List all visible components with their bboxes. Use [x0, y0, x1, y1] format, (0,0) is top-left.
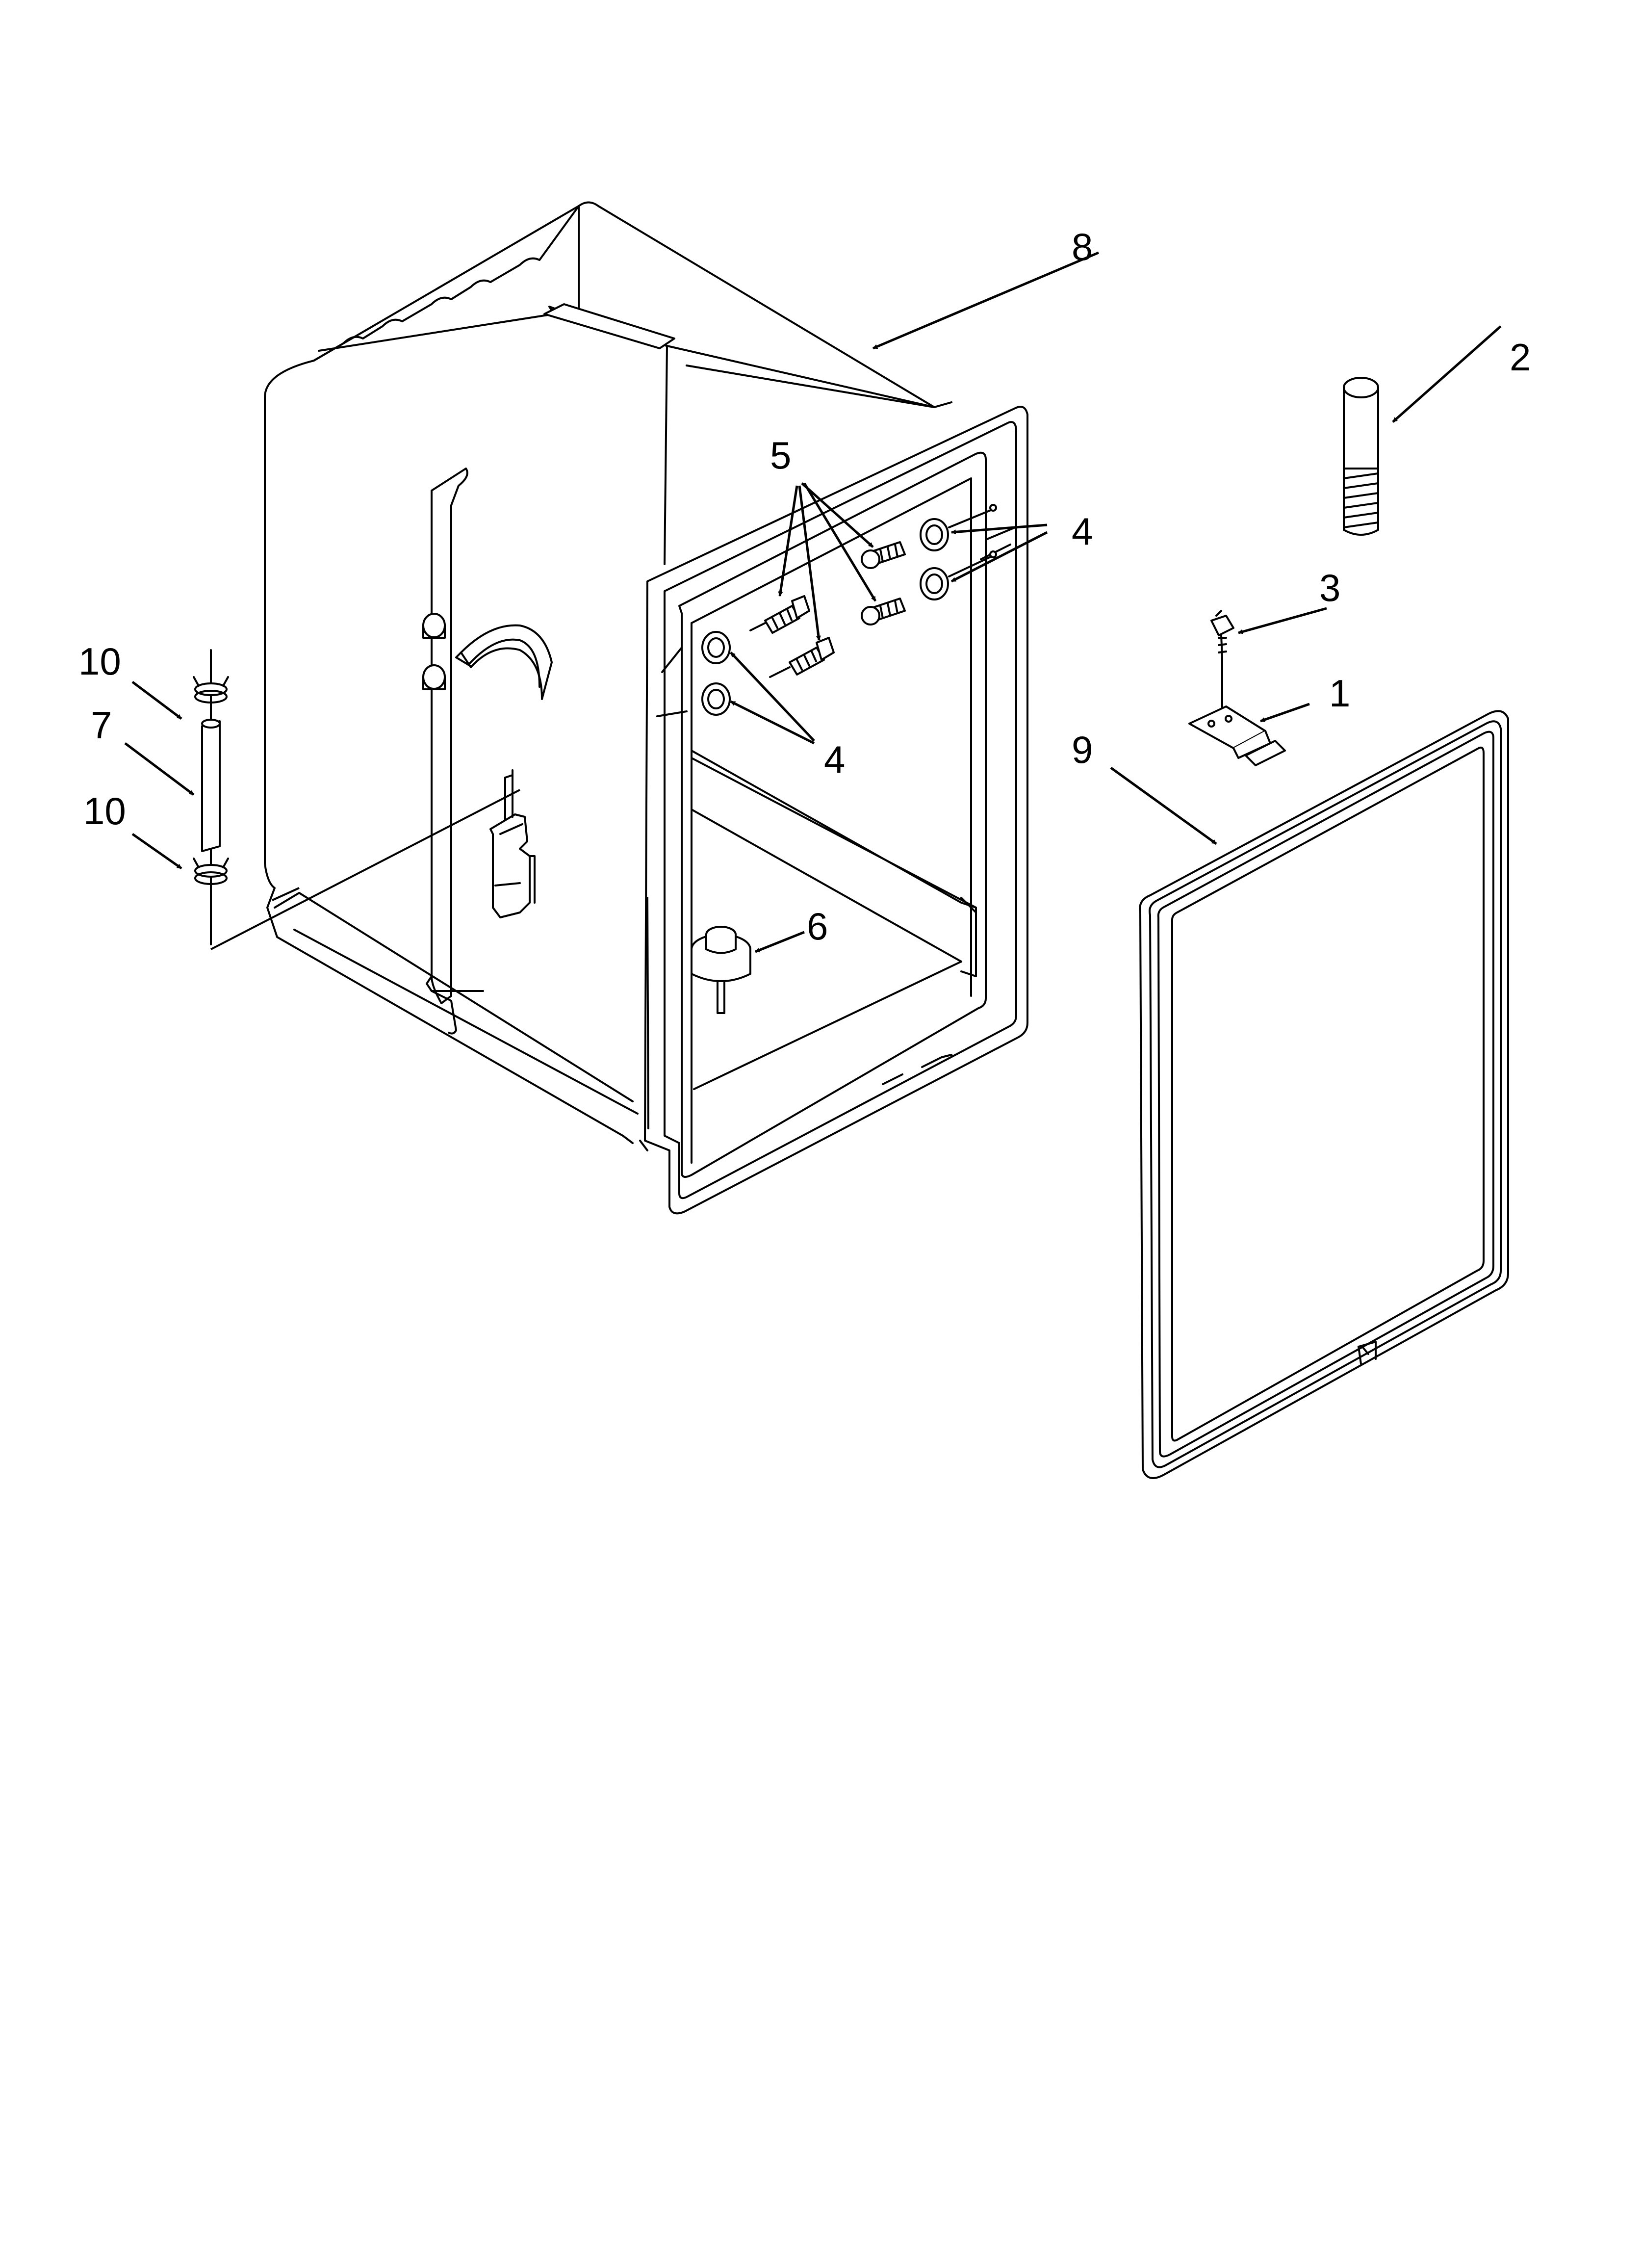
- callout-labels: 8 2 5 4 3 1 4 9 6 10 7 10: [78, 225, 1531, 948]
- grommet-3-icon: [701, 631, 731, 664]
- bumper-top-icon: [422, 613, 446, 638]
- clamp-top-icon: [193, 676, 229, 704]
- drain-plug: [691, 926, 751, 1014]
- grommet-1-icon: [920, 504, 997, 551]
- screw-1-icon: [861, 541, 906, 569]
- callout-7: 8: [1072, 225, 1093, 268]
- callout-4-lower: 4: [824, 738, 845, 781]
- screw-4-icon: [769, 637, 835, 678]
- callout-6: 6: [807, 905, 828, 948]
- leader-lines: [124, 251, 1502, 953]
- screw-3-icon: [749, 595, 810, 634]
- callout-10-lower: 10: [83, 789, 126, 833]
- callout-10-upper: 10: [78, 640, 121, 683]
- leveling-leg: [1343, 377, 1379, 536]
- drain-hose-assembly: [193, 649, 229, 945]
- grommet-4-icon: [701, 682, 731, 716]
- screw-2-icon: [861, 598, 906, 626]
- cabinet-liner: [210, 201, 1028, 1215]
- callout-2: 2: [1510, 336, 1531, 379]
- bumper-bottom-icon: [422, 664, 446, 690]
- grommet-2-icon: [920, 550, 997, 600]
- screws: [749, 541, 906, 678]
- grommets: [701, 504, 997, 716]
- callout-5: 5: [770, 434, 791, 477]
- crescent-bracket-icon: [460, 624, 553, 700]
- callout-9: 7: [91, 704, 112, 747]
- mounting-bracket: [1188, 656, 1286, 766]
- door-gasket: [1139, 710, 1509, 1479]
- drain-spout-icon: [489, 813, 531, 918]
- callout-4-upper: 4: [1072, 510, 1093, 553]
- callout-8: 9: [1072, 728, 1093, 771]
- hose-icon: [201, 719, 221, 852]
- callout-3: 3: [1319, 566, 1340, 609]
- hinge-screw: [1210, 610, 1234, 658]
- callout-1: 1: [1329, 672, 1350, 715]
- clamp-bottom-icon: [193, 858, 229, 885]
